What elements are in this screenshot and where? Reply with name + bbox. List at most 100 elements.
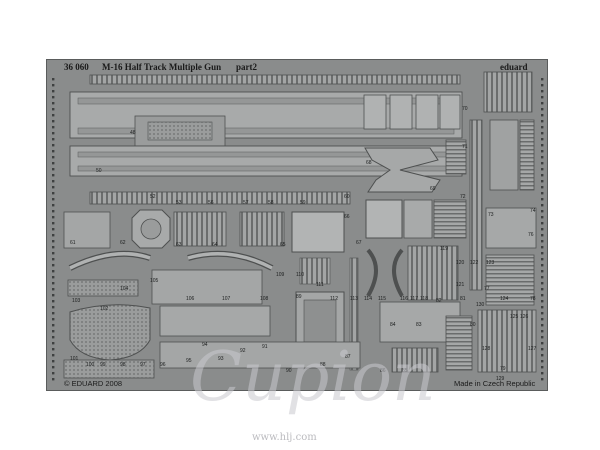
sprue-hole <box>541 78 544 81</box>
part-number-label: 60 <box>344 194 350 200</box>
part-box-left <box>63 211 111 249</box>
part-grille-right-3 <box>489 119 519 191</box>
part-number-label: 64 <box>212 242 218 248</box>
part-bottom-right-block <box>391 347 439 373</box>
sprue-hole <box>52 96 55 99</box>
part-number-label: 100 <box>86 362 95 368</box>
sprue-hole <box>541 312 544 315</box>
part-number-label: 125 <box>510 314 519 320</box>
part-number-label: 86 <box>380 368 386 374</box>
part-number-label: 62 <box>120 240 126 246</box>
sprue-hole <box>52 246 55 249</box>
part-number-label: 107 <box>222 296 231 302</box>
sprue-hole <box>52 378 55 381</box>
sprue-hole <box>52 288 55 291</box>
sprue-hole <box>541 204 544 207</box>
part-number-label: 130 <box>476 302 485 308</box>
part-number-label: 106 <box>186 296 195 302</box>
part-number-label: 79 <box>500 366 506 372</box>
part-number-label: 80 <box>470 322 476 328</box>
part-number-label: 94 <box>202 342 208 348</box>
sprue-hole <box>52 228 55 231</box>
part-number-label: 91 <box>262 344 268 350</box>
sprue-hole <box>52 300 55 303</box>
part-number-label: 108 <box>260 296 269 302</box>
sprue-hole <box>52 108 55 111</box>
part-number-label: 117 <box>410 296 418 302</box>
sprue-hole <box>541 222 544 225</box>
sprue-hole <box>52 192 55 195</box>
part-chain-strip <box>89 74 461 85</box>
part-number-label: 76 <box>528 232 534 238</box>
part-grate-bottom <box>445 315 473 371</box>
part-rack-2 <box>239 211 285 247</box>
sprue-hole <box>541 108 544 111</box>
part-number-label: 121 <box>456 282 465 288</box>
sprue-hole <box>52 318 55 321</box>
part-number-label: 97 <box>140 362 146 368</box>
sprue-hole <box>541 240 544 243</box>
sprue-hole <box>52 348 55 351</box>
sprue-hole <box>52 252 55 255</box>
part-grille-right-1 <box>445 139 467 175</box>
part-number-label: 71 <box>462 144 468 150</box>
sprue-hole <box>52 144 55 147</box>
sprue-hole <box>541 330 544 333</box>
part-number-label: 56 <box>208 200 214 206</box>
sprue-hole <box>541 252 544 255</box>
part-number-label: 65 <box>280 242 286 248</box>
sprue-hole <box>541 378 544 381</box>
part-number-label: 52 <box>150 194 156 200</box>
part-screen <box>291 211 345 253</box>
sprue-hole <box>541 168 544 171</box>
part-bottom-left-row <box>63 359 155 379</box>
sprue-hole <box>541 234 544 237</box>
part-number-label: 77 <box>484 286 490 292</box>
sprue-hole <box>52 282 55 285</box>
part-number-label: 111 <box>316 282 324 288</box>
sprue-hole <box>541 294 544 297</box>
sprue-hole <box>52 234 55 237</box>
part-number-label: 110 <box>296 272 304 278</box>
sprue-hole <box>541 324 544 327</box>
sprue-hole <box>52 198 55 201</box>
part-number-label: 70 <box>462 106 468 112</box>
sprue-hole <box>541 216 544 219</box>
part-number-label: 113 <box>350 296 358 302</box>
part-x-brace <box>364 147 441 193</box>
sprue-hole <box>541 348 544 351</box>
part-number-label: 82 <box>436 298 442 304</box>
part-number-label: 126 <box>520 314 529 320</box>
part-rack-1 <box>173 211 227 247</box>
sprue-hole <box>541 198 544 201</box>
part-number-label: 98 <box>120 362 126 368</box>
sprue-hole <box>52 204 55 207</box>
sprue-hole <box>52 294 55 297</box>
sprue-hole <box>541 336 544 339</box>
part-number-label: 119 <box>440 246 448 252</box>
sprue-hole <box>541 186 544 189</box>
sprue-hole <box>541 138 544 141</box>
sprue-hole <box>52 210 55 213</box>
part-bolt-strip <box>67 279 139 297</box>
sprue-hole <box>52 150 55 153</box>
part-number-label: 74 <box>530 208 536 214</box>
sprue-hole <box>541 126 544 129</box>
sprue-hole <box>541 96 544 99</box>
part-number-label: 72 <box>460 194 466 200</box>
part-number-label: 93 <box>218 356 224 362</box>
part-number-label: 63 <box>176 242 182 248</box>
sprue-hole <box>541 114 544 117</box>
part-number-label: 99 <box>100 362 106 368</box>
part-number-label: 120 <box>456 260 465 266</box>
part-number-label: 67 <box>356 240 362 246</box>
brand-name: eduard <box>500 62 528 72</box>
sprue-hole <box>52 180 55 183</box>
part-clip-strip <box>89 191 351 205</box>
sprue-hole <box>541 264 544 267</box>
sprue-hole <box>52 90 55 93</box>
sprue-hole <box>541 288 544 291</box>
sprue-hole <box>541 192 544 195</box>
part-grille-right-4 <box>519 119 535 191</box>
